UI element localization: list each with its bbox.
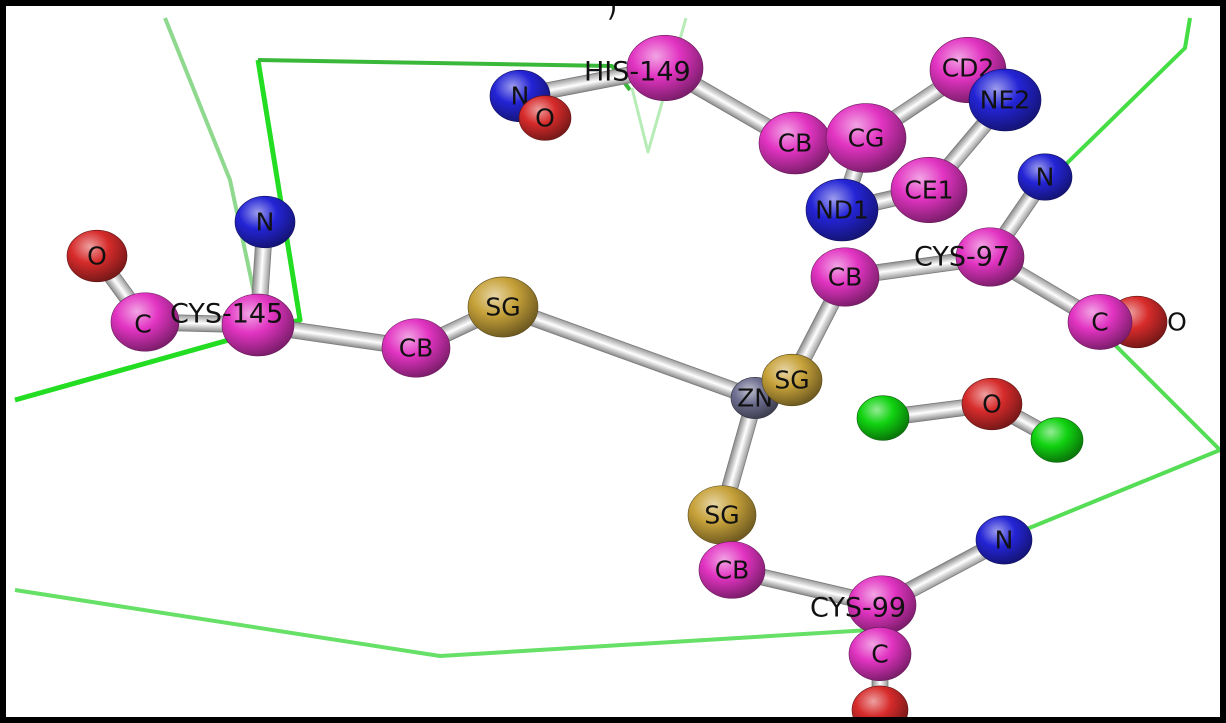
atom-label-his-nd1: ND1 (815, 196, 869, 225)
atom-c99-sg: SG (687, 485, 757, 545)
residue-label-cys99: CYS-99 (810, 593, 906, 624)
atom-c97-sg: SG (761, 353, 823, 407)
atom-label-his-ce1: CE1 (904, 176, 953, 205)
residue-label-cys145: CYS-145 (170, 299, 283, 330)
atom-label-c97-c: C (1091, 308, 1108, 337)
atom-label-his-ne2: NE2 (980, 86, 1030, 115)
atom-label-c99-cb: CB (715, 556, 750, 585)
atom-c97-ca (955, 227, 1025, 287)
residue-label-his149: HIS-149 (584, 57, 691, 88)
atom-c145-ca (221, 293, 295, 357)
atom-c145-sg: SG (467, 276, 539, 338)
atom-c145-n: N (234, 195, 296, 249)
ribbon-strand-main (14, 59, 303, 403)
atom-c99-n: N (975, 515, 1033, 565)
bond-c145_sg-zn (499, 298, 759, 407)
atom-w-cl1 (856, 395, 910, 441)
atom-label-his-n: N (511, 82, 530, 111)
atom-label-c145-sg: SG (485, 293, 520, 322)
atom-c97-cb: CB (810, 247, 880, 307)
atom-label-his-o: O (535, 104, 555, 133)
atom-label-c97-sg: SG (774, 366, 809, 395)
ribbon-strand-right (1058, 17, 1192, 172)
atom-label-his-cg: CG (848, 124, 885, 153)
atom-his-ca (626, 35, 704, 101)
atom-label-c99-c: C (871, 640, 888, 669)
atom-c145-o: O (66, 229, 128, 283)
atom-his-cg: CG (825, 103, 907, 173)
atom-w-cl2 (1030, 417, 1084, 463)
atom-c99-o (851, 685, 909, 723)
residue-label-cys97: CYS-97 (914, 242, 1010, 273)
ribbon-strand-left (163, 17, 264, 331)
atom-label-c145-cb: CB (399, 334, 434, 363)
atom-c97-n: N (1017, 153, 1073, 201)
panel-label: ) (607, 0, 618, 24)
atom-label-c145-o: O (87, 242, 107, 271)
atom-w-o: O (961, 377, 1023, 431)
atom-his-cb: CB (758, 111, 832, 175)
atom-label-c97-n: N (1036, 163, 1055, 192)
atom-label-c145-n: N (256, 208, 275, 237)
atom-his-ce1: CE1 (890, 157, 968, 223)
atom-label-w-o: O (982, 390, 1002, 419)
ribbon-strand-bottom (14, 588, 871, 658)
atom-label-c99-sg: SG (704, 501, 739, 530)
atom-c99-c: C (848, 627, 912, 681)
atom-his-cd2: CD2 (929, 37, 1007, 103)
atom-his-nd1: ND1 (805, 178, 879, 242)
atom-his-ne2: NE2 (968, 68, 1042, 132)
atom-label-c97-o: O (1167, 308, 1187, 337)
atom-label-his-cb: CB (778, 129, 813, 158)
atom-his-o: O (518, 95, 572, 141)
atom-c99-cb: CB (698, 541, 766, 599)
atom-c97-c: C (1067, 294, 1133, 350)
atom-c145-c: C (110, 292, 180, 352)
backbone-ribbons (14, 17, 1222, 658)
atom-label-c99-n: N (995, 526, 1014, 555)
atom-c145-cb: CB (381, 318, 451, 378)
atom-label-c97-cb: CB (828, 263, 863, 292)
atom-label-c145-c: C (134, 310, 151, 339)
